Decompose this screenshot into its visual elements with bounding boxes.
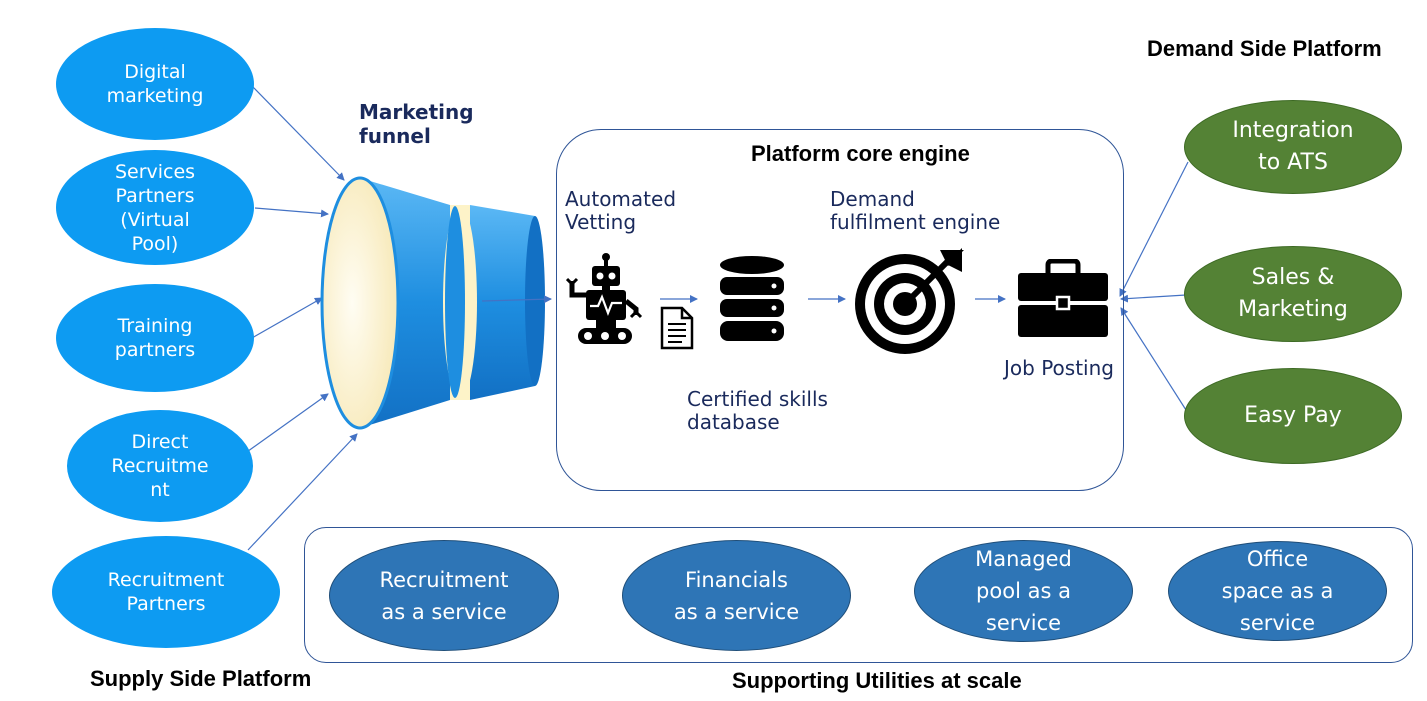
supply-node-digital-marketing: Digital marketing	[56, 28, 254, 140]
supporting-utilities-box	[304, 527, 1413, 663]
demand-node-integration-ats: Integration to ATS	[1184, 100, 1402, 194]
briefcase-icon	[1018, 259, 1108, 337]
engine-title: Platform core engine	[751, 141, 970, 166]
demand-side-heading: Demand Side Platform	[1147, 36, 1382, 61]
document-icon	[660, 306, 694, 350]
marketing-funnel-icon	[320, 176, 545, 430]
demand-node-sales-marketing: Sales & Marketing	[1184, 246, 1402, 342]
connector-services-partners	[254, 207, 329, 218]
target-icon	[855, 248, 964, 354]
connector-sales-marketing	[1120, 294, 1187, 303]
database-icon	[720, 256, 784, 341]
marketing-funnel-label: Marketing funnel	[359, 100, 474, 148]
connector-recruitment-partners	[247, 433, 358, 551]
supply-node-services-partners: Services Partners (Virtual Pool)	[56, 150, 254, 265]
supply-node-direct-recruitment: Direct Recruitme nt	[67, 410, 253, 522]
utility-node-recruitment-service: Recruitment as a service	[329, 540, 559, 651]
supply-side-heading: Supply Side Platform	[90, 666, 312, 691]
supply-node-training-partners: Training partners	[56, 284, 254, 392]
utility-node-managed-pool-service: Managed pool as a service	[914, 540, 1133, 642]
supply-node-recruitment-partners: Recruitment Partners	[52, 536, 280, 648]
demand-fulfilment-label: Demand fulfilment engine	[830, 187, 1001, 234]
connector-funnel-engine	[481, 295, 552, 304]
robot-icon	[566, 253, 643, 344]
job-posting-label: Job Posting	[1004, 356, 1114, 380]
utility-node-office-space-service: Office space as a service	[1168, 541, 1387, 641]
certified-skills-label: Certified skills database	[687, 387, 828, 434]
connector-training-partners	[251, 297, 323, 339]
automated-vetting-label: Automated Vetting	[565, 187, 677, 234]
supporting-utilities-heading: Supporting Utilities at scale	[732, 668, 1022, 693]
platform-core-engine-box	[556, 129, 1124, 491]
connector-integration-ats	[1119, 161, 1189, 297]
demand-node-easy-pay: Easy Pay	[1184, 368, 1402, 464]
connector-easy-pay	[1120, 307, 1187, 411]
connector-digital-marketing	[251, 85, 345, 181]
utility-node-financials-service: Financials as a service	[622, 540, 851, 651]
